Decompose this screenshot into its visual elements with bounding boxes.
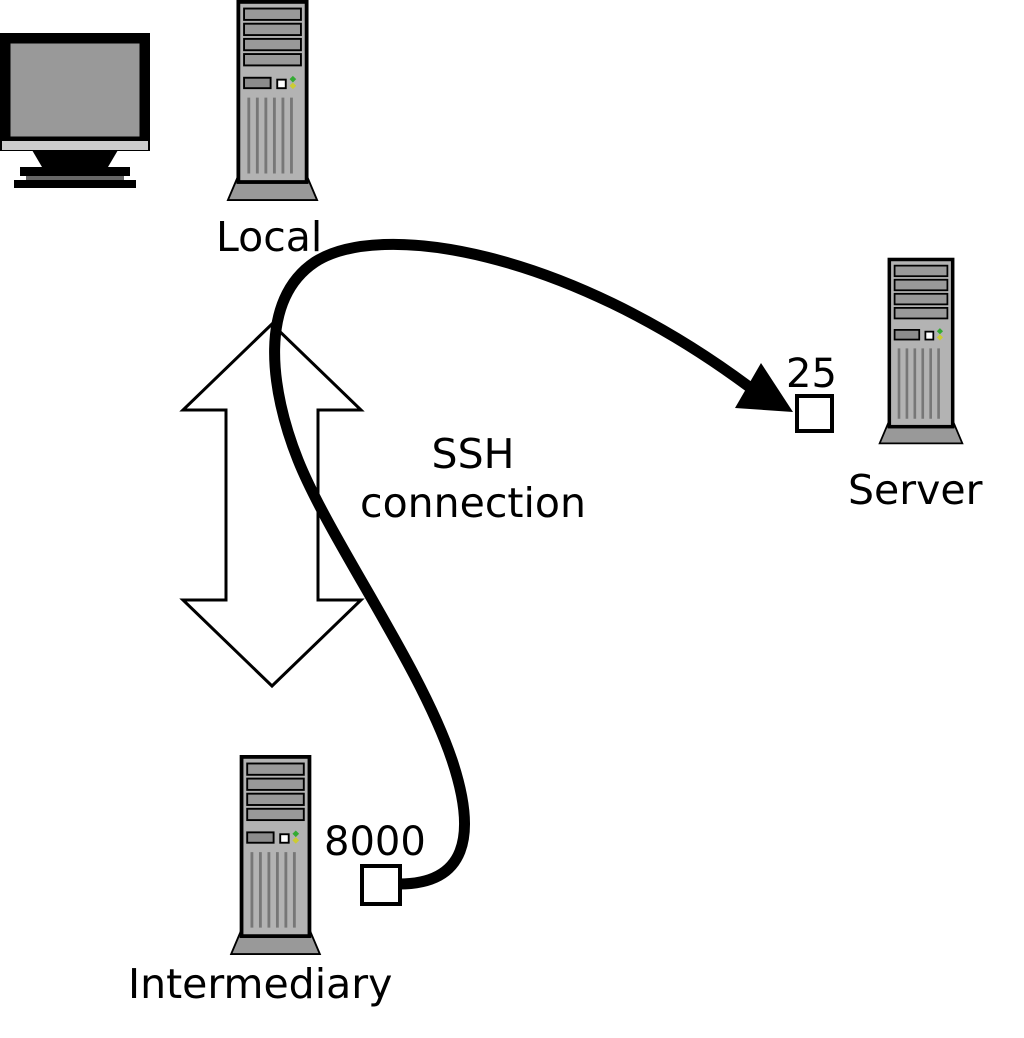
intermediary-tower-computer-icon — [229, 755, 322, 955]
server-tower-computer-icon — [877, 257, 965, 446]
crt-monitor-icon — [0, 33, 150, 188]
intermediary-node-label: Intermediary — [128, 960, 393, 1008]
server-port-label: 25 — [786, 351, 837, 397]
ssh-connection-line2: connection — [360, 479, 586, 528]
intermediary-port-label: 8000 — [324, 819, 426, 865]
port-8000-box — [360, 864, 402, 906]
forwarded-connection-path — [269, 238, 754, 890]
port-25-box — [795, 394, 834, 433]
ssh-connection-label: SSH connection — [340, 430, 606, 528]
server-node-label: Server — [848, 466, 983, 514]
connection-arrowhead-icon — [735, 363, 793, 412]
local-node-label: Local — [216, 213, 323, 261]
ssh-connection-line1: SSH — [431, 430, 515, 478]
local-tower-computer-icon — [226, 0, 319, 201]
ssh-tunnel-double-arrow-icon — [179, 321, 365, 689]
